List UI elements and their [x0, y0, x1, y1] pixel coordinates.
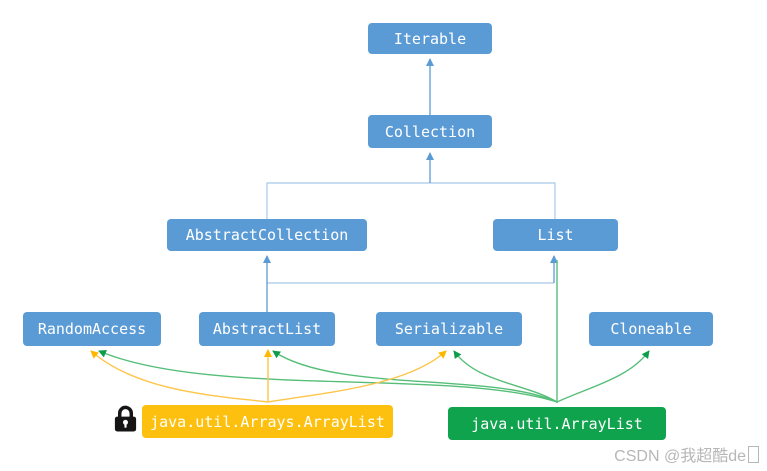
- node-cloneable: Cloneable: [589, 312, 713, 346]
- edge-arraylist-abstractlist: [272, 350, 558, 403]
- node-label: Serializable: [394, 320, 504, 338]
- node-label: List: [537, 226, 574, 244]
- node-label: AbstractCollection: [185, 226, 349, 244]
- edge-arraysarraylist-randomaccess: [90, 350, 269, 403]
- node-label: AbstractList: [212, 320, 322, 338]
- edge-arraylist-randomaccess: [98, 350, 558, 403]
- node-abstractcollection: AbstractCollection: [167, 219, 367, 251]
- node-iterable: Iterable: [368, 23, 492, 54]
- node-label: java.util.ArrayList: [471, 414, 643, 433]
- node-arraylist: java.util.ArrayList: [448, 407, 666, 440]
- lock-icon: [114, 405, 137, 432]
- node-label: Collection: [384, 122, 476, 141]
- node-serializable: Serializable: [376, 312, 522, 346]
- node-randomaccess: RandomAccess: [23, 312, 161, 346]
- node-label: Iterable: [393, 29, 467, 48]
- missing-glyph-box: [748, 445, 759, 463]
- node-collection: Collection: [368, 115, 492, 148]
- edge-arraylist-cloneable: [556, 350, 650, 403]
- edge-arraylist-serializable: [453, 350, 558, 403]
- edge-collection-split-junction: [266, 182, 556, 219]
- node-arrays-arraylist: java.util.Arrays.ArrayList: [142, 405, 393, 438]
- watermark-text: CSDN @我超酷de: [614, 448, 746, 465]
- node-label: Cloneable: [610, 320, 692, 338]
- csdn-watermark: CSDN @我超酷de: [614, 442, 759, 466]
- node-label: java.util.Arrays.ArrayList: [150, 412, 385, 431]
- node-abstractlist: AbstractList: [199, 312, 335, 346]
- node-list: List: [493, 219, 618, 251]
- node-label: RandomAccess: [37, 320, 147, 338]
- edge-arraysarraylist-serializable: [267, 350, 447, 403]
